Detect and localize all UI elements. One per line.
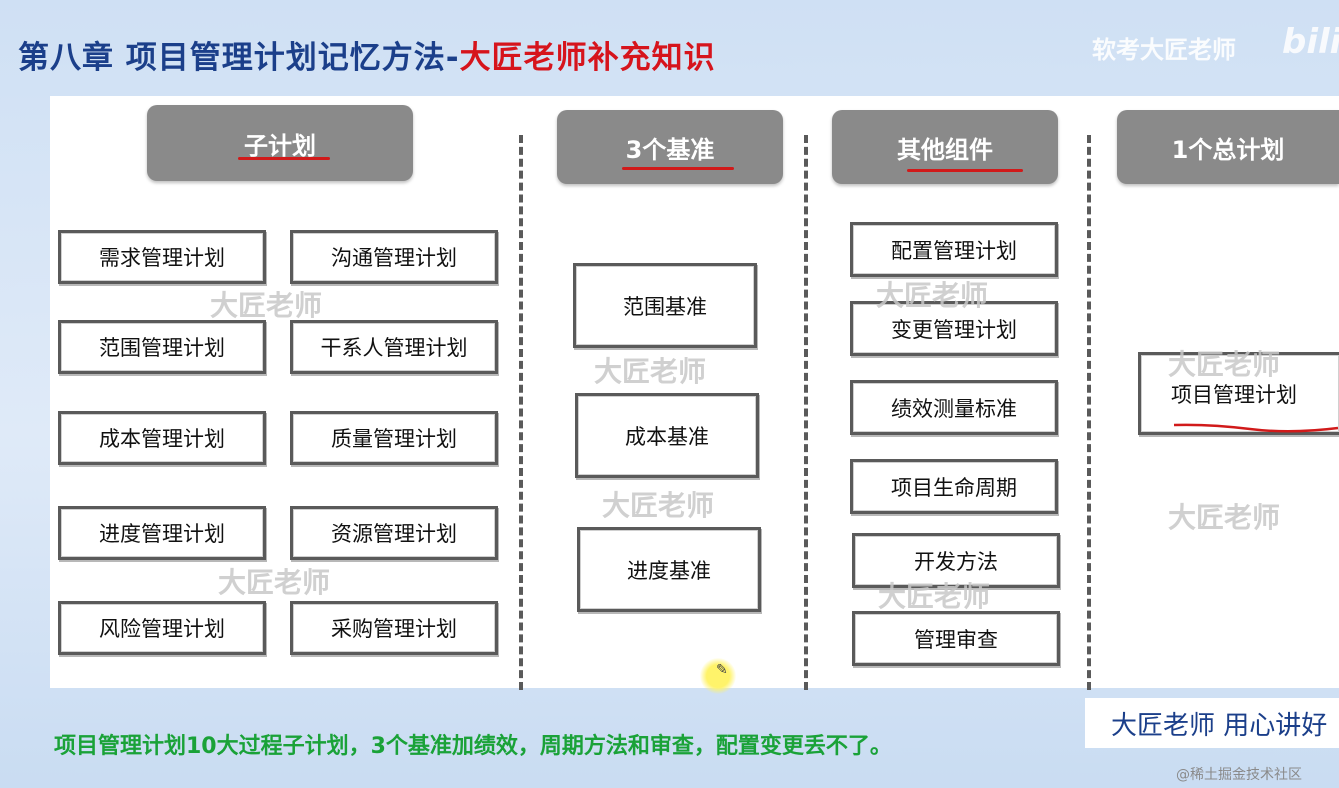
- subplan-label: 范围管理计划: [99, 336, 225, 360]
- subplan-box: 资源管理计划: [290, 506, 498, 560]
- brand-watermark: 软考大匠老师: [1092, 36, 1236, 64]
- baseline-box: 进度基准: [577, 527, 761, 612]
- subplan-label: 风险管理计划: [99, 617, 225, 641]
- components-underline: [907, 169, 1023, 172]
- subplan-label: 资源管理计划: [331, 522, 457, 546]
- subplans-underline: [238, 157, 330, 160]
- subplan-box: 范围管理计划: [58, 320, 266, 374]
- subplan-label: 沟通管理计划: [331, 246, 457, 270]
- subplans-header: 子计划: [147, 105, 413, 181]
- subplan-label: 采购管理计划: [331, 617, 457, 641]
- component-box: 变更管理计划: [850, 301, 1058, 356]
- mnemonic-text: 项目管理计划10大过程子计划，3个基准加绩效，周期方法和审查，配置变更丢不了。: [54, 734, 892, 759]
- watermark: 大匠老师: [1168, 348, 1281, 381]
- baseline-box: 成本基准: [575, 393, 759, 478]
- baselines-header-label: 3个基准: [625, 135, 715, 164]
- component-label: 绩效测量标准: [891, 396, 1017, 421]
- subplan-box: 需求管理计划: [58, 230, 266, 284]
- promo-text: 大匠老师 用心讲好: [1111, 710, 1328, 741]
- watermark: 大匠老师: [602, 489, 715, 522]
- subplan-label: 需求管理计划: [99, 246, 225, 270]
- baselines-header: 3个基准: [557, 110, 783, 184]
- title-highlight: 大匠老师补充知识: [459, 40, 716, 76]
- subplans-header-label: 子计划: [244, 131, 316, 160]
- baseline-box: 范围基准: [573, 263, 757, 348]
- component-box: 项目生命周期: [850, 459, 1058, 514]
- watermark: 大匠老师: [594, 355, 707, 388]
- components-header-label: 其他组件: [897, 135, 993, 164]
- components-header: 其他组件: [832, 110, 1058, 184]
- column-divider: [1087, 135, 1091, 690]
- subplan-label: 质量管理计划: [331, 427, 457, 451]
- component-label: 开发方法: [914, 549, 998, 574]
- subplan-box: 采购管理计划: [290, 601, 498, 655]
- baselines-underline: [622, 167, 734, 170]
- subplan-box: 风险管理计划: [58, 601, 266, 655]
- watermark: 大匠老师: [878, 580, 991, 613]
- component-box: 配置管理计划: [850, 222, 1058, 277]
- master-header: 1个总计划: [1117, 110, 1339, 184]
- master-plan-box: 项目管理计划: [1138, 352, 1339, 435]
- pen-icon: ✎: [716, 662, 728, 678]
- cursor-highlight: [700, 658, 736, 694]
- subplan-label: 成本管理计划: [99, 427, 225, 451]
- title-prefix: 第八章 项目管理计划记忆方法-: [18, 40, 460, 76]
- component-box: 管理审查: [852, 611, 1060, 666]
- subplan-label: 干系人管理计划: [320, 336, 468, 360]
- page-title: 第八章 项目管理计划记忆方法-大匠老师补充知识: [18, 32, 716, 77]
- watermark: 大匠老师: [218, 566, 331, 599]
- baseline-label: 范围基准: [623, 294, 707, 319]
- subplan-box: 干系人管理计划: [290, 320, 498, 374]
- component-label: 变更管理计划: [891, 317, 1017, 342]
- column-divider: [519, 135, 523, 690]
- subplan-label: 进度管理计划: [99, 522, 225, 546]
- column-divider: [804, 135, 808, 690]
- watermark: 大匠老师: [210, 289, 323, 322]
- watermark: 大匠老师: [876, 279, 989, 312]
- baseline-label: 进度基准: [627, 558, 711, 583]
- source-credit: @稀土掘金技术社区: [1176, 767, 1302, 783]
- promo-banner: 大匠老师 用心讲好: [1085, 698, 1339, 748]
- component-box: 绩效测量标准: [850, 380, 1058, 435]
- subplan-box: 沟通管理计划: [290, 230, 498, 284]
- component-label: 配置管理计划: [891, 238, 1017, 263]
- component-label: 项目生命周期: [891, 475, 1017, 500]
- master-header-label: 1个总计划: [1171, 135, 1285, 164]
- subplan-box: 成本管理计划: [58, 411, 266, 465]
- subplan-box: 进度管理计划: [58, 506, 266, 560]
- component-box: 开发方法: [852, 533, 1060, 588]
- subplan-box: 质量管理计划: [290, 411, 498, 465]
- master-plan-underline: [1173, 423, 1339, 433]
- master-plan-label: 项目管理计划: [1171, 382, 1297, 407]
- baseline-label: 成本基准: [625, 424, 709, 449]
- bilibili-logo: bili: [1282, 22, 1339, 62]
- component-label: 管理审查: [914, 627, 998, 652]
- watermark: 大匠老师: [1168, 501, 1281, 534]
